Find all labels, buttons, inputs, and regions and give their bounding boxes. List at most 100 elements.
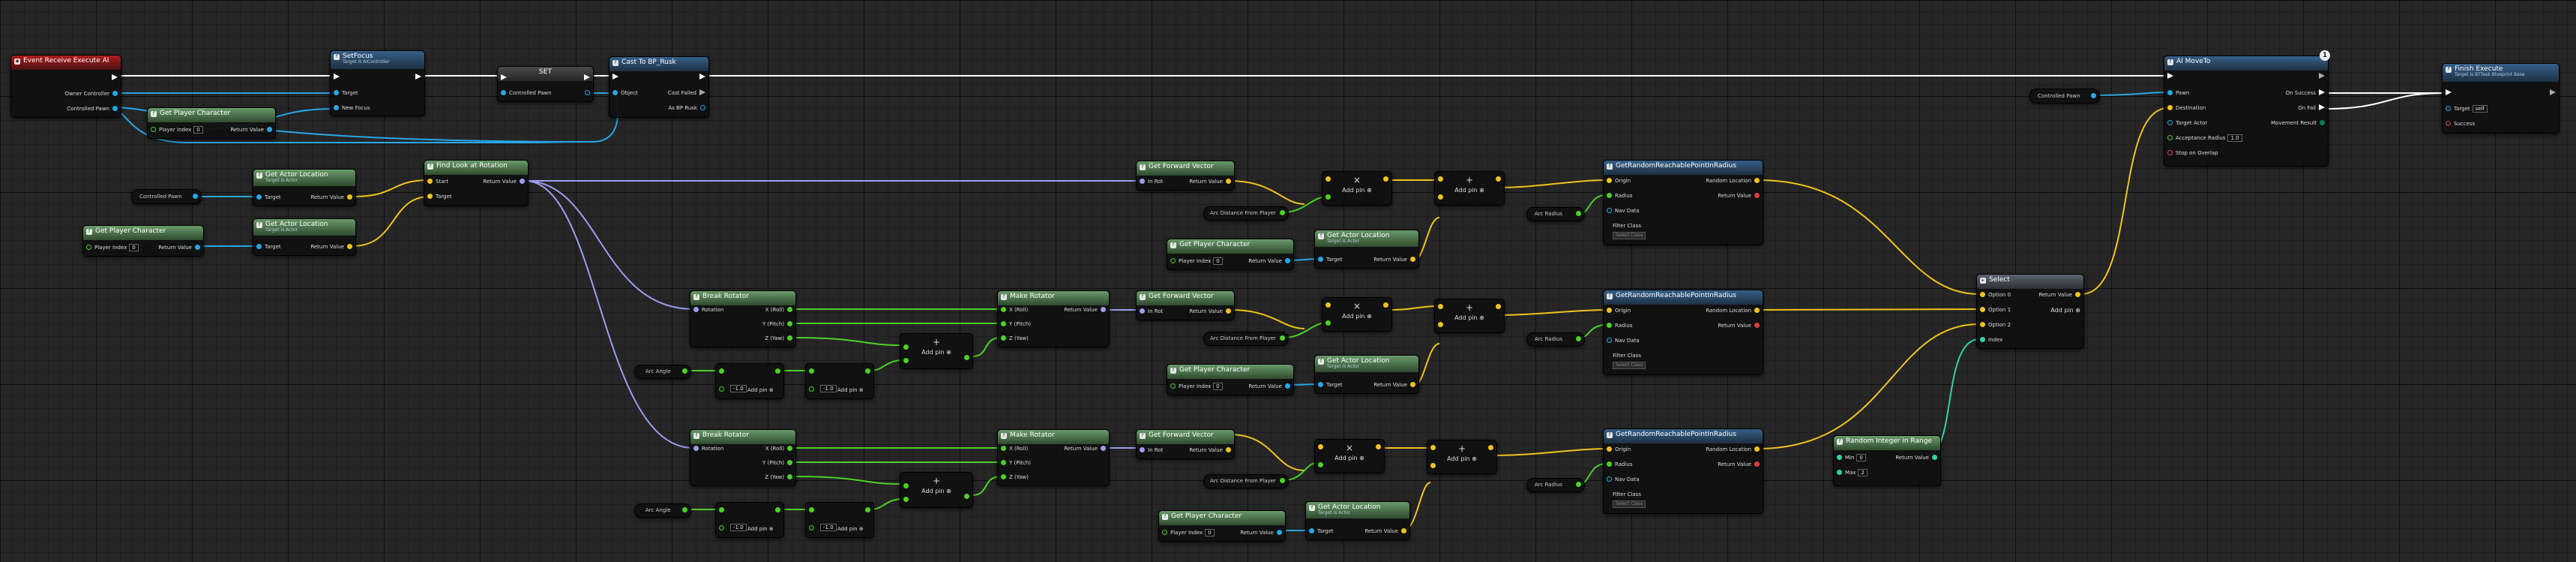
- in-rot-pin[interactable]: In Rot: [1137, 308, 1163, 315]
- player-index-field[interactable]: 0: [1205, 529, 1215, 536]
- arc-angle-getter-node[interactable]: Arc Angle: [634, 503, 691, 518]
- arc-distance-getter-node[interactable]: Arc Distance From Player: [1203, 332, 1289, 346]
- float-multiply-node[interactable]: -1.0 Add pin ⊕: [805, 363, 874, 399]
- add-pin-button[interactable]: Add pin ⊕: [747, 526, 774, 532]
- multiply-node[interactable]: × Add pin ⊕: [1322, 171, 1392, 206]
- origin-pin[interactable]: Origin: [1604, 307, 1631, 314]
- filter-class-select[interactable]: Select Class: [1613, 361, 1646, 369]
- nav-data-pin[interactable]: Nav Data: [1604, 207, 1640, 215]
- return-value-pin[interactable]: Return Value: [1064, 306, 1109, 314]
- exec-in-pin[interactable]: [2443, 89, 2455, 97]
- radius-pin[interactable]: Radius: [1604, 192, 1632, 200]
- multiply-node[interactable]: × Add pin ⊕: [1314, 439, 1385, 473]
- x-roll-pin[interactable]: X (Roll): [765, 445, 795, 452]
- multiplier-field[interactable]: -1.0: [728, 524, 747, 531]
- z-yaw-pin[interactable]: Z (Yaw): [765, 335, 795, 342]
- return-value-pin[interactable]: Return Value: [1895, 454, 1940, 461]
- acceptance-radius-field[interactable]: 1.0: [2227, 134, 2242, 142]
- player-index-field[interactable]: 0: [1213, 383, 1223, 390]
- return-value-pin[interactable]: Return Value: [1248, 257, 1293, 265]
- nav-data-pin[interactable]: Nav Data: [1604, 476, 1640, 483]
- add-pin-button[interactable]: Add pin ⊕: [837, 387, 864, 393]
- value-pin[interactable]: [1277, 335, 1288, 342]
- select-node[interactable]: ▸Select Option 0 Return Value Option 1 A…: [1976, 274, 2084, 349]
- multiplier-field[interactable]: -1.0: [728, 385, 747, 392]
- controlled-pawn-pin[interactable]: Controlled Pawn: [67, 105, 121, 113]
- exec-in-pin[interactable]: [610, 74, 622, 81]
- return-value-pin[interactable]: Return Value: [483, 178, 528, 185]
- float-add-node[interactable]: + Add pin ⊕: [900, 472, 973, 508]
- add-pin-button[interactable]: Add pin ⊕: [921, 488, 951, 494]
- exec-out-pin[interactable]: [412, 74, 424, 81]
- on-fail-pin[interactable]: On Fail: [2298, 104, 2328, 112]
- exec-in-pin[interactable]: [331, 74, 343, 81]
- value-pin[interactable]: [1573, 481, 1584, 488]
- y-pitch-pin[interactable]: Y (Pitch): [762, 459, 795, 467]
- target-pin[interactable]: Target: [424, 193, 452, 200]
- exec-out-pin[interactable]: [2547, 89, 2559, 97]
- filter-class-select[interactable]: Select Class: [1613, 500, 1646, 508]
- exec-out-pin[interactable]: [2316, 73, 2328, 80]
- start-pin[interactable]: Start: [424, 178, 448, 185]
- nav-data-pin[interactable]: Nav Data: [1604, 337, 1640, 344]
- stop-on-overlap-pin[interactable]: Stop on Overlap: [2164, 149, 2218, 157]
- option-0-pin[interactable]: Option 0: [1977, 291, 2011, 299]
- exec-in-pin[interactable]: [498, 74, 510, 82]
- value-pin[interactable]: [1277, 209, 1288, 217]
- player-index-field[interactable]: 0: [193, 126, 203, 134]
- in-rot-pin[interactable]: In Rot: [1137, 178, 1163, 185]
- controlled-pawn-pin[interactable]: Controlled Pawn: [498, 89, 552, 97]
- value-pin[interactable]: [190, 193, 201, 200]
- option-1-pin[interactable]: Option 1: [1977, 306, 2011, 314]
- return-value-pin[interactable]: Return Value: [310, 243, 355, 251]
- random-location-pin[interactable]: Random Location: [1706, 307, 1763, 314]
- add-pin-button[interactable]: Add pin ⊕: [747, 387, 774, 393]
- success-pin[interactable]: Success: [2443, 120, 2475, 128]
- multiplier-field[interactable]: -1.0: [818, 524, 837, 531]
- target-self-field[interactable]: self: [2472, 105, 2488, 113]
- vector-add-node[interactable]: + Add pin ⊕: [1427, 440, 1497, 474]
- return-value-pin[interactable]: Return Value: [1373, 256, 1418, 263]
- player-index-field[interactable]: 0: [1213, 257, 1223, 265]
- z-yaw-pin[interactable]: Z (Yaw): [765, 473, 795, 481]
- return-value-pin[interactable]: Return Value: [1718, 322, 1763, 329]
- multiply-node[interactable]: × Add pin ⊕: [1322, 297, 1392, 332]
- x-roll-pin[interactable]: X (Roll): [998, 445, 1028, 452]
- owner-controller-pin[interactable]: Owner Controller: [64, 90, 121, 98]
- return-value-pin[interactable]: Return Value: [1240, 529, 1285, 536]
- pawn-pin[interactable]: Pawn: [2164, 89, 2189, 97]
- return-value-pin[interactable]: Return Value: [230, 126, 275, 134]
- arc-distance-getter-node[interactable]: Arc Distance From Player: [1203, 474, 1289, 488]
- arc-angle-getter-node[interactable]: Arc Angle: [634, 365, 691, 379]
- new-focus-pin[interactable]: New Focus: [331, 104, 370, 112]
- rotation-pin[interactable]: Rotation: [690, 445, 723, 452]
- target-pin[interactable]: Target: [253, 243, 281, 251]
- add-pin-button[interactable]: Add pin ⊕: [1447, 455, 1477, 462]
- value-pin[interactable]: [1277, 477, 1288, 485]
- x-roll-pin[interactable]: X (Roll): [998, 306, 1028, 314]
- multiplier-field[interactable]: -1.0: [818, 385, 837, 392]
- event-receive-execute-ai-node[interactable]: ◆Event Receive Execute AI Owner Controll…: [10, 55, 121, 118]
- exec-out-pin[interactable]: [696, 74, 708, 81]
- y-pitch-pin[interactable]: Y (Pitch): [762, 320, 795, 328]
- origin-pin[interactable]: Origin: [1604, 177, 1631, 185]
- return-value-pin[interactable]: Return Value: [2038, 291, 2083, 299]
